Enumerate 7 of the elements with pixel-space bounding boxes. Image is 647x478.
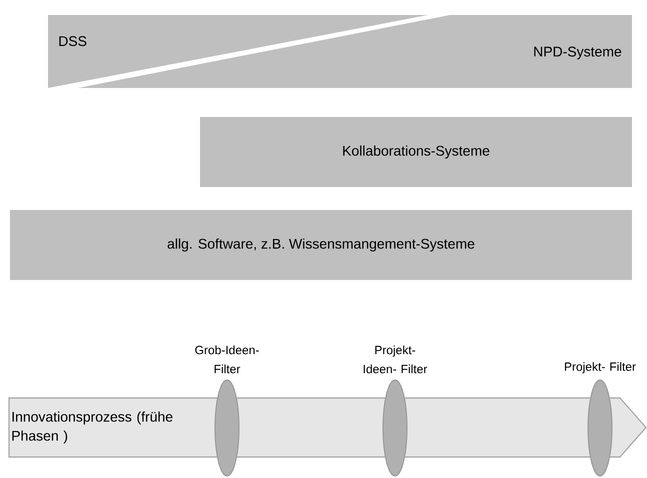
node-label: Projekt- Filter — [564, 362, 636, 374]
system-band: allg. Software, z.B. Wissensmangement-Systeme — [10, 210, 632, 280]
system-band: Kollaborations-Systeme — [200, 117, 632, 187]
node-label: Projekt-Ideen- Filter — [364, 345, 428, 374]
node-label: NPD-Systeme — [534, 46, 622, 60]
system-band: DSS — [48, 15, 428, 88]
node-label: Grob-Ideen- Filter — [195, 345, 259, 374]
